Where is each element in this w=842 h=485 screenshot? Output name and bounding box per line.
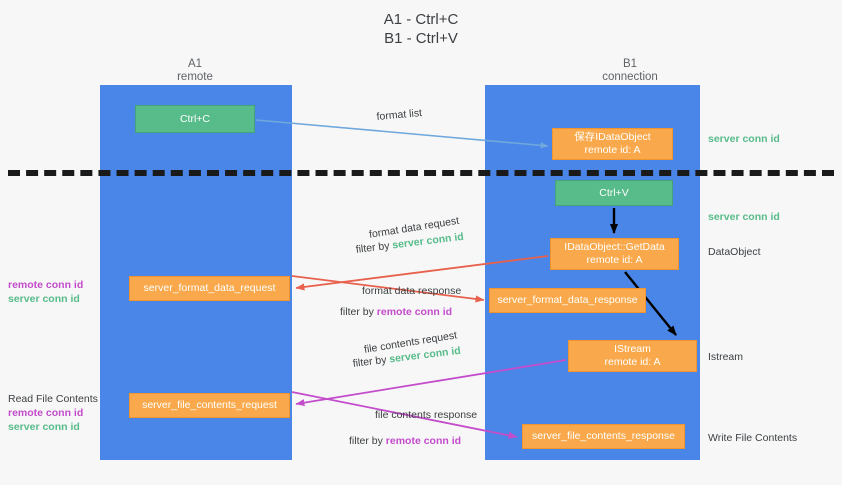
box-server-format-data-response-label: server_format_data_response bbox=[497, 294, 638, 306]
label-format-data-response: format data response bbox=[362, 284, 461, 298]
label-format-list: format list bbox=[376, 106, 423, 124]
annotation-right-write-file-contents: Write File Contents bbox=[708, 432, 798, 444]
lane-b1-role: connection bbox=[602, 71, 658, 83]
annotation-server-conn-id: server conn id bbox=[8, 293, 80, 305]
box-istream-remote-id: remote id: A bbox=[604, 356, 661, 368]
box-istream[interactable]: IStream remote id: A bbox=[568, 340, 697, 372]
filter-value-remote-conn-id: remote conn id bbox=[385, 435, 462, 447]
box-idataobject-remote-id: remote id: A bbox=[584, 144, 641, 156]
filter-prefix: filter by bbox=[355, 239, 394, 256]
lane-a1-name: A1 bbox=[187, 58, 203, 70]
label-format-list-text: format list bbox=[376, 107, 423, 123]
box-getdata-title: IDataObject::GetData bbox=[564, 241, 665, 253]
lane-header-b1: B1 connection bbox=[555, 58, 705, 84]
box-server-format-data-request-label: server_format_data_request bbox=[143, 282, 276, 294]
box-idataobject[interactable]: 保存IDataObject remote id: A bbox=[552, 128, 673, 160]
box-server-format-data-request[interactable]: server_format_data_request bbox=[129, 276, 290, 301]
annotation-remote-conn-id: remote conn id bbox=[8, 407, 84, 419]
lane-a1-role: remote bbox=[177, 71, 213, 83]
filter-value-remote-conn-id: remote conn id bbox=[376, 306, 453, 318]
box-istream-title: IStream bbox=[614, 343, 651, 355]
label-format-data-response-text: format data response bbox=[362, 285, 462, 297]
label-format-data-response-filter: filter by remote conn id bbox=[340, 305, 452, 319]
annotation-read-file-contents: Read File Contents bbox=[8, 393, 98, 405]
annotation-right-istream: Istream bbox=[708, 351, 744, 363]
title-line-2: B1 - Ctrl+V bbox=[384, 30, 458, 47]
annotation-left-format: remote conn id server conn id bbox=[8, 278, 83, 306]
box-server-file-contents-response-label: server_file_contents_response bbox=[531, 430, 675, 442]
box-ctrl-v-label: Ctrl+V bbox=[599, 186, 629, 199]
annotation-right-server-conn-id-mid: server conn id bbox=[708, 211, 780, 223]
label-file-contents-response-text: file contents response bbox=[375, 409, 478, 421]
box-ctrl-c[interactable]: Ctrl+C bbox=[135, 105, 255, 133]
filter-prefix: filter by bbox=[340, 306, 377, 318]
annotation-left-file: Read File Contents remote conn id server… bbox=[8, 392, 98, 434]
lane-header-a1: A1 remote bbox=[120, 58, 270, 84]
box-ctrl-v[interactable]: Ctrl+V bbox=[555, 180, 673, 206]
page-title: A1 - Ctrl+C B1 - Ctrl+V bbox=[0, 10, 842, 48]
annotation-right-server-conn-id-top: server conn id bbox=[708, 133, 780, 145]
title-line-1: A1 - Ctrl+C bbox=[383, 11, 459, 28]
phase-divider bbox=[8, 170, 834, 176]
box-idataobject-getdata[interactable]: IDataObject::GetData remote id: A bbox=[550, 238, 679, 270]
label-file-contents-response: file contents response bbox=[375, 408, 477, 422]
label-file-contents-response-filter: filter by remote conn id bbox=[349, 434, 461, 448]
box-server-file-contents-response[interactable]: server_file_contents_response bbox=[522, 424, 685, 449]
box-server-file-contents-request-label: server_file_contents_request bbox=[142, 399, 277, 411]
box-getdata-remote-id: remote id: A bbox=[586, 254, 643, 266]
box-server-file-contents-request[interactable]: server_file_contents_request bbox=[129, 393, 290, 418]
box-ctrl-c-label: Ctrl+C bbox=[179, 112, 211, 125]
lane-b1-name: B1 bbox=[622, 58, 638, 70]
box-server-format-data-response[interactable]: server_format_data_response bbox=[489, 288, 646, 313]
filter-prefix: filter by bbox=[349, 435, 386, 447]
annotation-remote-conn-id: remote conn id bbox=[8, 279, 84, 291]
filter-prefix: filter by bbox=[352, 353, 391, 370]
box-idataobject-title: 保存IDataObject bbox=[574, 131, 651, 143]
annotation-right-dataobject: DataObject bbox=[708, 246, 761, 258]
annotation-server-conn-id: server conn id bbox=[8, 421, 80, 433]
